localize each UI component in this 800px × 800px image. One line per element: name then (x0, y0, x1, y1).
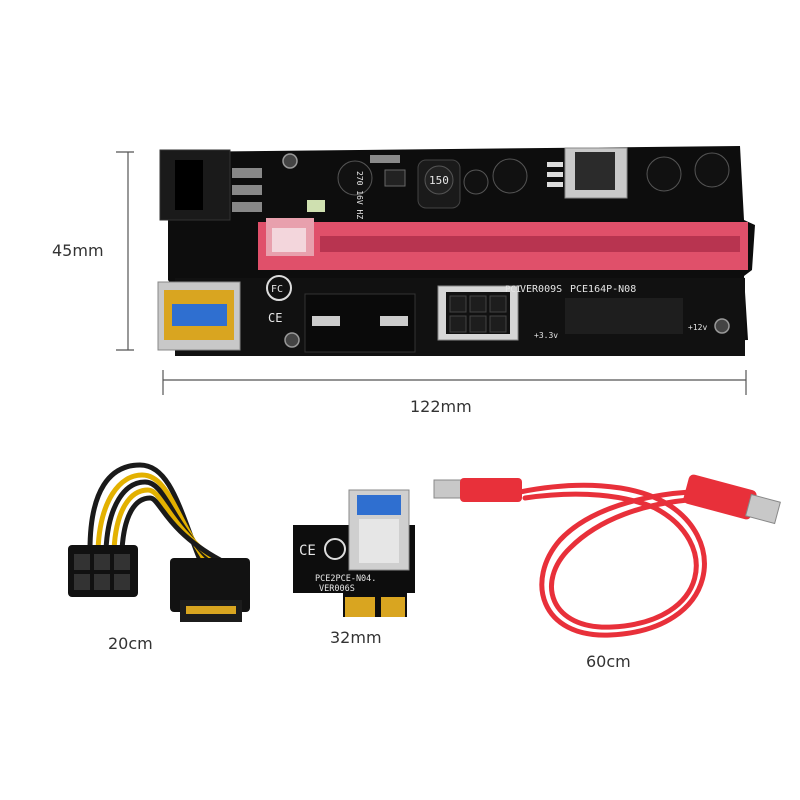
usb3-port-on-riser (157, 281, 241, 351)
svg-text:FC: FC (271, 284, 283, 295)
pcie-x16-slot (258, 218, 748, 270)
inductor-label: 150 (429, 174, 449, 187)
x1-gold-fingers (345, 597, 405, 617)
height-label: 45mm (52, 241, 104, 260)
usb-plug-right (683, 474, 781, 525)
adapter-model-text: PCE2PCE-N04. (315, 574, 376, 584)
x1-adapter-photo: CE PCE2PCE-N04. VER006S (293, 489, 415, 617)
width-dimension-line (162, 370, 747, 395)
v33-label: +3.3v (534, 331, 558, 340)
adapter-version-text: VER006S (319, 584, 355, 594)
cap-label: 270 16V HZ (355, 171, 364, 219)
sata-plug (170, 558, 250, 622)
width-label: 122mm (410, 397, 472, 416)
usb-cable-length-label: 60cm (586, 652, 631, 671)
riser-board-photo: 270 16V HZ 150 (116, 146, 755, 395)
power-cable-length-label: 20cm (108, 634, 153, 653)
riser-pci-text: PCI (505, 285, 521, 295)
adapter-size-label: 32mm (330, 628, 382, 647)
usb-cable-photo (433, 474, 781, 638)
riser-model-text: PCE164P-N08 (570, 284, 636, 295)
usb-plug-left (433, 478, 522, 502)
power-cable-photo (68, 462, 250, 622)
capacitor-group (337, 152, 730, 196)
riser-version-text: VER009S (520, 284, 562, 295)
v12-label: +12v (688, 323, 707, 332)
svg-text:CE: CE (299, 543, 316, 559)
svg-text:CE: CE (268, 311, 282, 325)
six-pin-socket (437, 285, 519, 341)
height-dimension-line (116, 151, 134, 351)
